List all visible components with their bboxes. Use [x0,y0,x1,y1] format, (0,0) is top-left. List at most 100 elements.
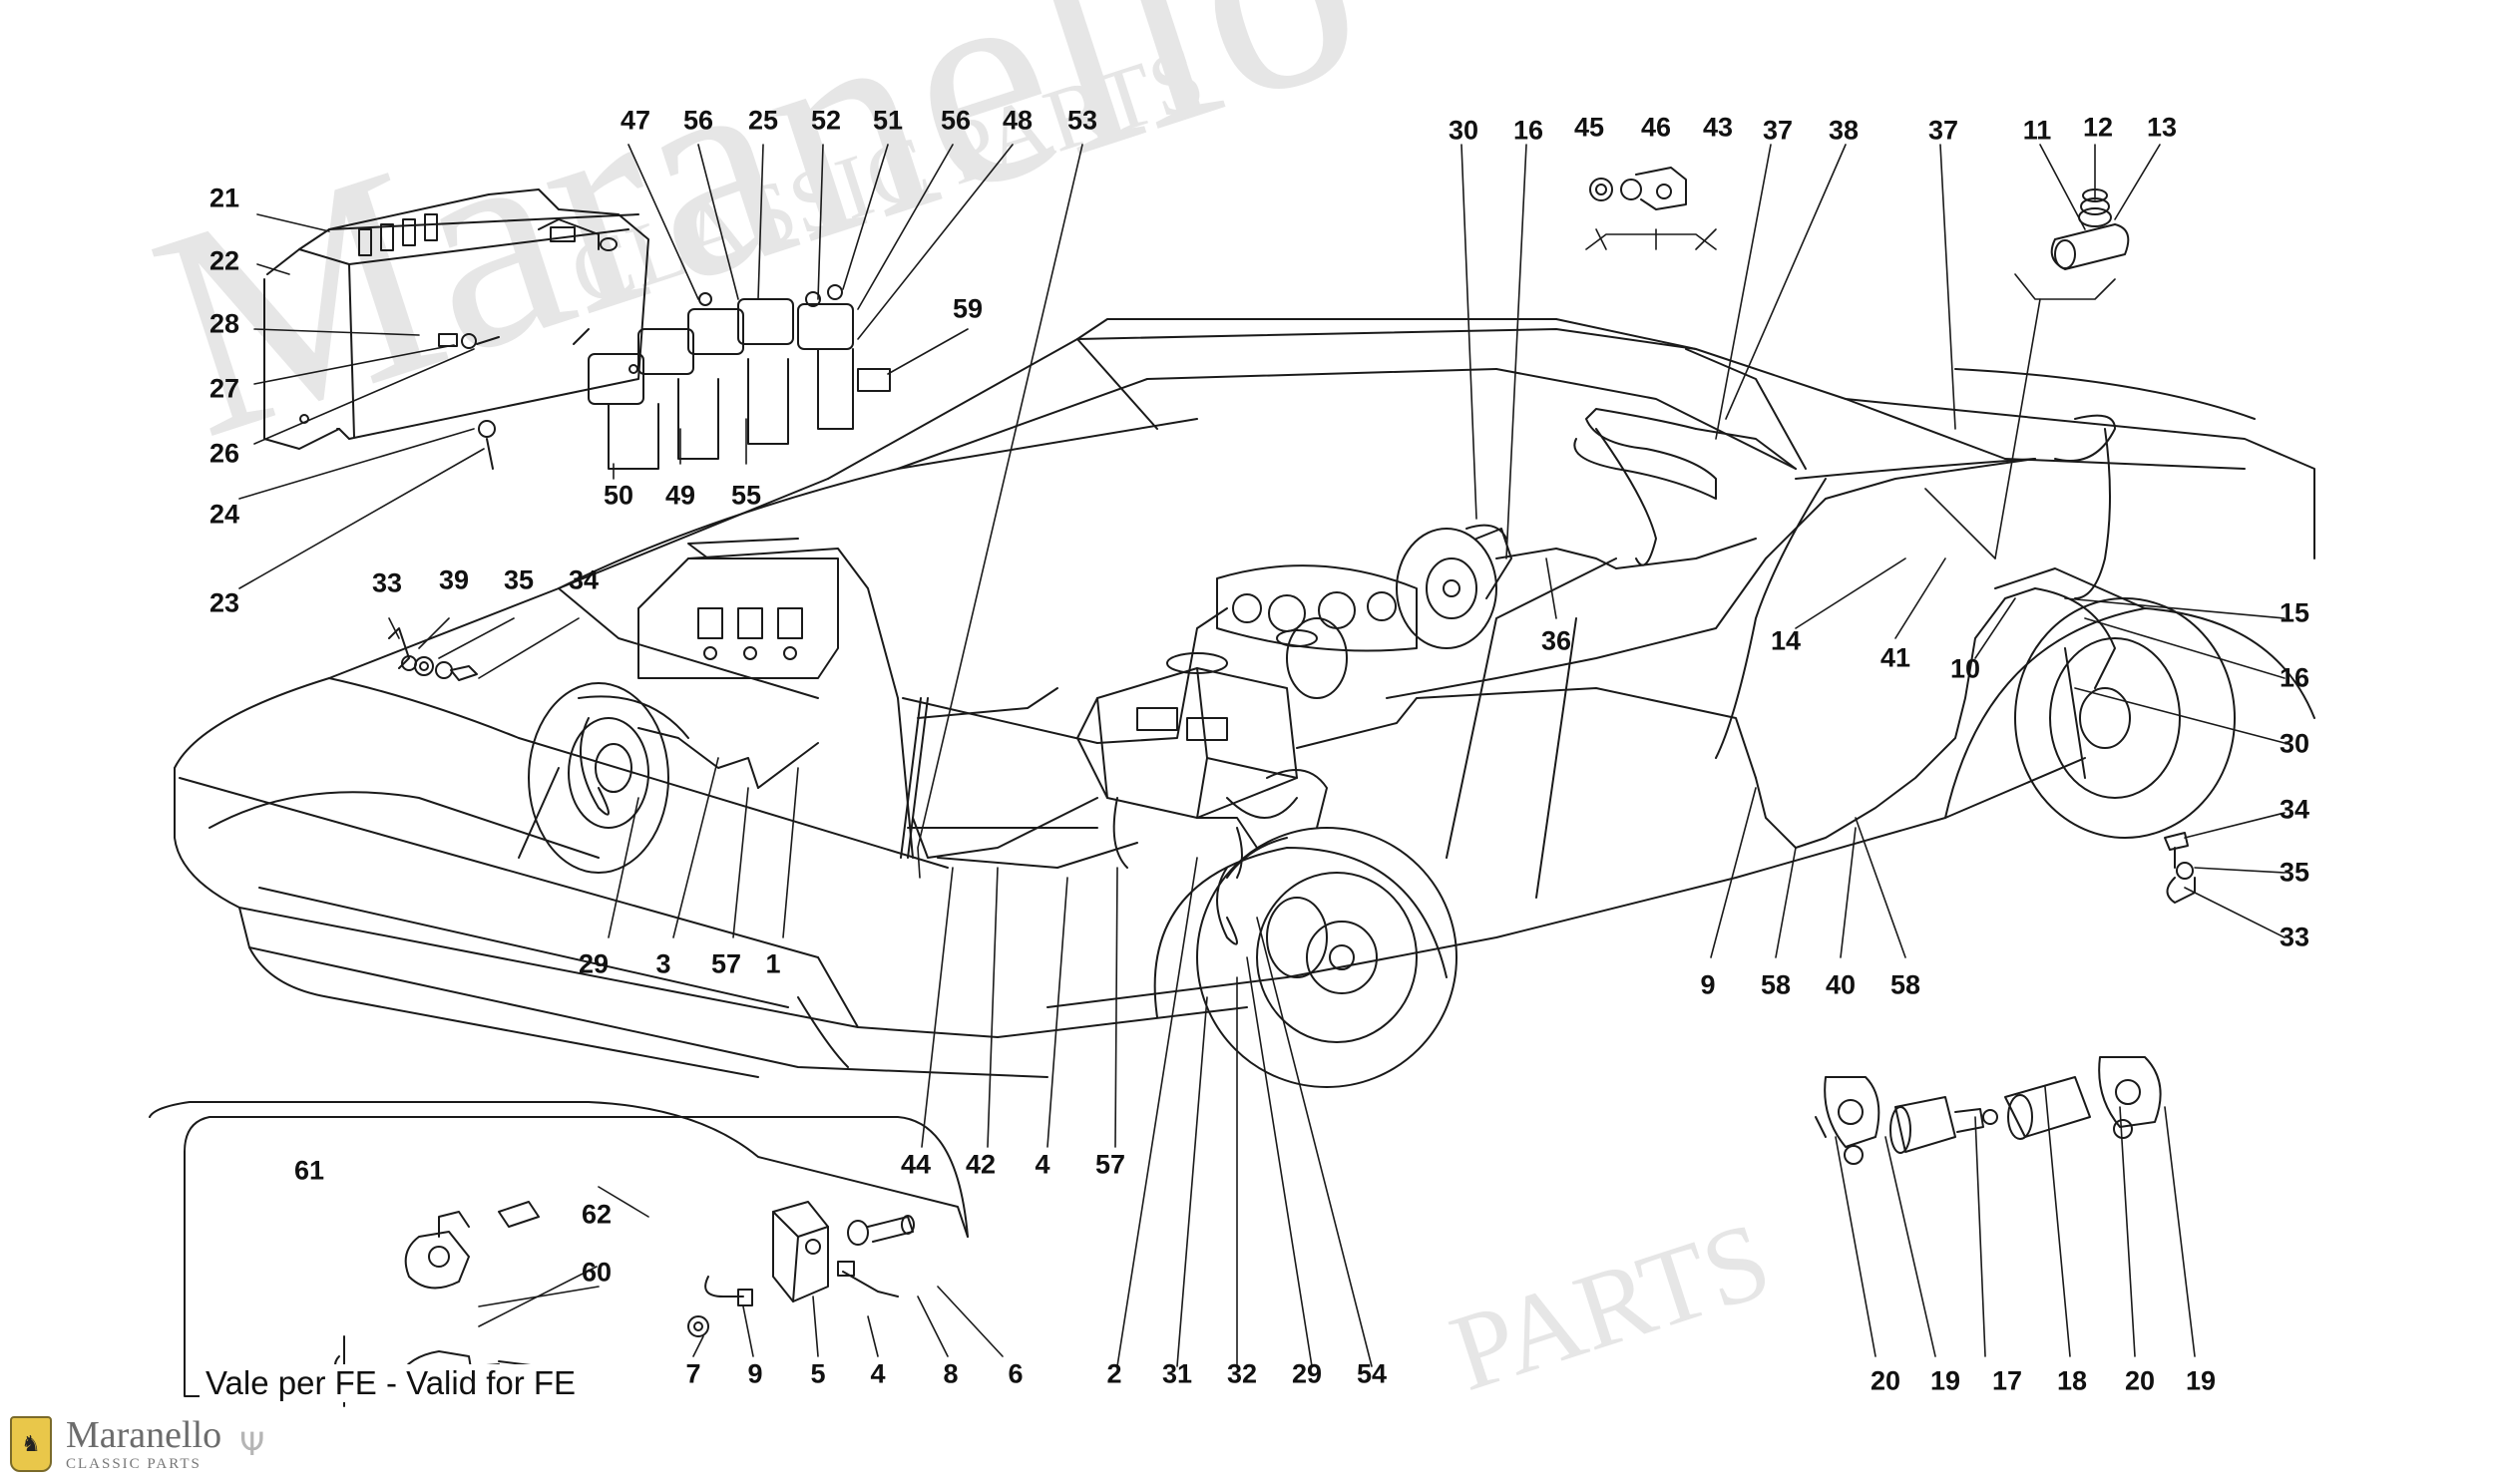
callout-62[interactable]: 62 [581,1199,613,1230]
abs-control-unit [263,188,649,450]
callout-9[interactable]: 9 [747,1358,763,1389]
callout-34[interactable]: 34 [568,564,600,595]
trident-icon: Ψ [239,1425,265,1463]
rear-sensor-bracket [2164,832,2196,904]
callout-29[interactable]: 29 [578,948,610,979]
callout-6[interactable]: 6 [1008,1358,1024,1389]
callout-19[interactable]: 19 [2185,1365,2217,1396]
callout-11[interactable]: 11 [2022,115,2052,146]
callout-61[interactable]: 61 [293,1155,325,1186]
callout-56[interactable]: 56 [682,105,714,136]
brake-lines [580,408,2146,945]
callout-56[interactable]: 56 [940,105,972,136]
callout-47[interactable]: 47 [620,105,651,136]
callout-43[interactable]: 43 [1702,112,1734,143]
callout-46[interactable]: 46 [1640,112,1672,143]
front-right-wheel [1196,827,1457,1088]
callout-60[interactable]: 60 [581,1257,613,1288]
callout-58[interactable]: 58 [1889,969,1921,1000]
brand-text: Maranello CLASSIC PARTS [66,1416,221,1473]
car-body-outline [174,318,2315,1078]
callout-35[interactable]: 35 [503,564,535,595]
callout-20[interactable]: 20 [2124,1365,2156,1396]
callout-55[interactable]: 55 [730,480,762,511]
callout-58[interactable]: 58 [1760,969,1792,1000]
junction-block-parts [687,1201,915,1337]
callout-44[interactable]: 44 [900,1149,932,1180]
callout-39[interactable]: 39 [438,564,470,595]
callout-7[interactable]: 7 [685,1358,701,1389]
callout-37[interactable]: 37 [1927,115,1959,146]
prancing-horse-icon: ♞ [10,1416,52,1472]
rear-right-wheel [2014,597,2236,839]
callout-24[interactable]: 24 [208,499,240,530]
brand-logo: ♞ Maranello CLASSIC PARTS Ψ [10,1410,264,1478]
callout-30[interactable]: 30 [2279,728,2310,759]
callout-3[interactable]: 3 [655,948,671,979]
callout-19[interactable]: 19 [1929,1365,1961,1396]
callout-12[interactable]: 12 [2082,112,2114,143]
callout-33[interactable]: 33 [371,567,403,598]
callout-35[interactable]: 35 [2279,857,2310,888]
callout-36[interactable]: 36 [1540,625,1572,656]
relay-bank [438,284,891,470]
callout-14[interactable]: 14 [1770,625,1802,656]
callout-29[interactable]: 29 [1291,1358,1323,1389]
callout-52[interactable]: 52 [810,105,842,136]
front-bracket [637,557,839,679]
callout-26[interactable]: 26 [208,438,240,469]
callout-22[interactable]: 22 [208,245,240,276]
callout-34[interactable]: 34 [2279,794,2310,825]
callout-48[interactable]: 48 [1002,105,1034,136]
callout-4[interactable]: 4 [870,1358,886,1389]
brand-name: Maranello [66,1413,222,1456]
callout-17[interactable]: 17 [1991,1365,2023,1396]
callout-37[interactable]: 37 [1762,115,1794,146]
callout-50[interactable]: 50 [603,480,634,511]
valve-parts-11-12-13 [2050,188,2130,270]
sensor-assembly-17-20 [1815,1056,2162,1165]
callout-32[interactable]: 32 [1226,1358,1258,1389]
callout-59[interactable]: 59 [952,293,984,324]
inset-caption: Vale per FE - Valid for FE [200,1364,583,1402]
callout-27[interactable]: 27 [208,373,240,404]
callout-42[interactable]: 42 [965,1149,997,1180]
callout-25[interactable]: 25 [747,105,779,136]
brand-sub: CLASSIC PARTS [66,1455,202,1472]
callout-40[interactable]: 40 [1825,969,1857,1000]
callout-5[interactable]: 5 [810,1358,826,1389]
callout-21[interactable]: 21 [208,183,240,213]
inset-parts-60-62 [149,1101,969,1407]
callout-16[interactable]: 16 [1512,115,1544,146]
callout-30[interactable]: 30 [1448,115,1479,146]
front-left-wheel [518,682,689,874]
sensor-bracket-parts [388,627,478,681]
callout-8[interactable]: 8 [943,1358,959,1389]
callout-2[interactable]: 2 [1106,1358,1122,1389]
callout-54[interactable]: 54 [1356,1358,1388,1389]
callout-57[interactable]: 57 [710,948,742,979]
callout-57[interactable]: 57 [1094,1149,1126,1180]
callout-31[interactable]: 31 [1161,1358,1193,1389]
callout-1[interactable]: 1 [765,948,781,979]
callout-9[interactable]: 9 [1700,969,1716,1000]
callout-23[interactable]: 23 [208,587,240,618]
bracket-parts-45-46-43 [1589,167,1687,210]
callout-15[interactable]: 15 [2279,597,2310,628]
callout-4[interactable]: 4 [1035,1149,1050,1180]
callout-53[interactable]: 53 [1066,105,1098,136]
callout-16[interactable]: 16 [2279,662,2310,693]
callout-51[interactable]: 51 [872,105,904,136]
callout-13[interactable]: 13 [2146,112,2178,143]
callout-49[interactable]: 49 [664,480,696,511]
callout-20[interactable]: 20 [1870,1365,1901,1396]
callout-10[interactable]: 10 [1949,653,1981,684]
callout-38[interactable]: 38 [1828,115,1860,146]
callout-28[interactable]: 28 [208,308,240,339]
callout-45[interactable]: 45 [1573,112,1605,143]
callout-33[interactable]: 33 [2279,922,2310,952]
callout-41[interactable]: 41 [1879,642,1911,673]
callout-18[interactable]: 18 [2056,1365,2088,1396]
